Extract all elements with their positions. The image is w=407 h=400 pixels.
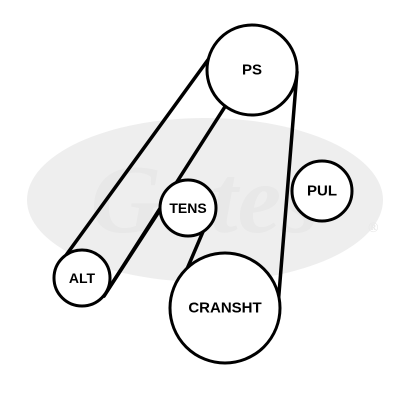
pulley-ps-circle — [205, 23, 299, 117]
pulley-pul: PUL — [290, 159, 354, 223]
pulley-tens: TENS — [158, 178, 218, 238]
pulley-pul-circle — [290, 159, 354, 223]
pulley-pul-label: PUL — [307, 183, 337, 200]
belt-segment-ps-alt — [62, 44, 220, 260]
belt-segment-alt-tens — [102, 211, 160, 298]
watermark-registered-mark: ® — [368, 221, 379, 236]
pulley-ps: PS — [205, 23, 299, 117]
belt-segment-ps-cransht — [276, 70, 299, 308]
pulley-ps-label: PS — [242, 62, 262, 79]
pulley-tens-circle — [158, 178, 218, 238]
pulley-alt: ALT — [52, 248, 112, 308]
pulley-alt-circle — [52, 248, 112, 308]
pulley-cransht: CRANSHT — [168, 251, 282, 365]
pulley-tens-label: TENS — [169, 200, 206, 216]
pulley-cransht-label: CRANSHT — [188, 300, 261, 317]
pulley-cransht-circle — [168, 251, 282, 365]
pulley-alt-label: ALT — [69, 270, 96, 286]
